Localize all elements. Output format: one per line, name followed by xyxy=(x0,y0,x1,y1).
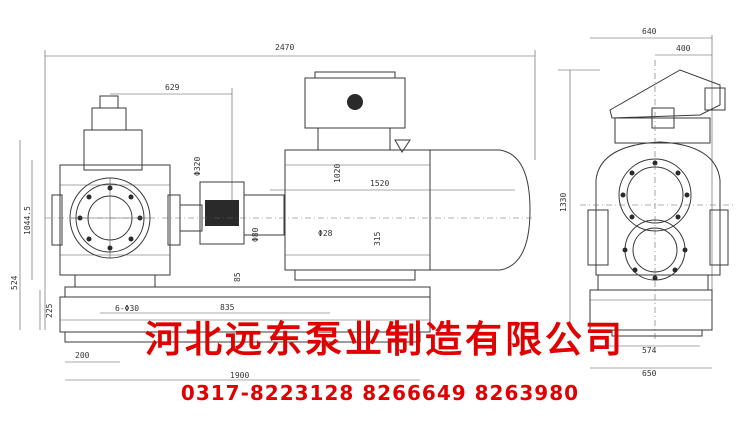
dim-base-step: 85 xyxy=(233,272,242,282)
dim-motor-height: 1020 xyxy=(333,164,342,183)
dim-bolt-holes: 6-Φ30 xyxy=(115,304,139,313)
dim-coupling-dia: Φ320 xyxy=(193,157,202,176)
dim-end-width-half: 400 xyxy=(676,44,691,53)
phone-numbers: 0317-8223128 8266649 8263980 xyxy=(180,381,580,405)
dim-left-height: 1044.5 xyxy=(23,206,32,235)
dim-end-base-outer: 650 xyxy=(642,369,657,378)
dim-motor-center: 315 xyxy=(373,231,382,246)
dim-end-height: 1330 xyxy=(559,193,568,212)
dim-overall-length: 2470 xyxy=(275,43,294,52)
end-view: 640 400 xyxy=(558,27,735,378)
dim-end-base-inner: 574 xyxy=(642,346,657,355)
dim-motor-length: 1520 xyxy=(370,179,389,188)
dim-end-width-total: 640 xyxy=(642,27,657,36)
dim-center-height: 524 xyxy=(10,275,19,290)
dim-bolt-span: 835 xyxy=(220,303,235,312)
dim-shaft: Φ28 xyxy=(318,229,333,238)
side-view: 2470 629 Φ320 Φ80 xyxy=(10,43,536,381)
dim-base-height: 225 xyxy=(45,303,54,318)
end-flange-bolts xyxy=(620,160,690,281)
dim-pump-coupling: 629 xyxy=(165,83,180,92)
dim-key: Φ80 xyxy=(251,227,260,242)
dim-base-length: 1900 xyxy=(230,371,249,380)
dim-left-offset: 200 xyxy=(75,351,90,360)
company-name: 河北远东泵业制造有限公司 xyxy=(145,318,625,361)
flange-bolts xyxy=(77,185,143,251)
